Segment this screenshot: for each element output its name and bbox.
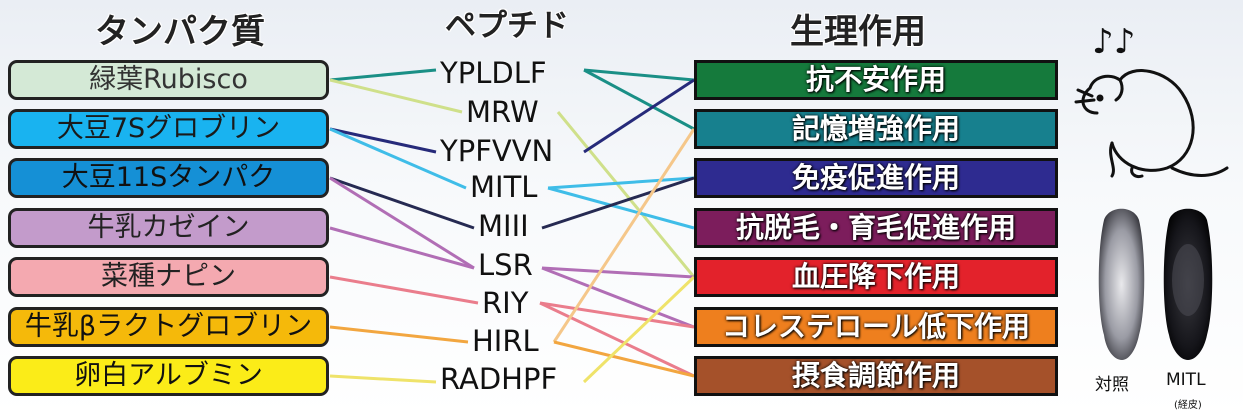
header-protein: タンパク質 [95, 12, 265, 52]
connector-line [556, 111, 696, 278]
peptide-label: MRW [466, 95, 539, 129]
effect-box: 血圧降下作用 [694, 257, 1058, 297]
connector-line [583, 68, 695, 131]
connector-line [583, 68, 695, 82]
connector-line [541, 266, 695, 279]
peptide-label: MIII [478, 209, 529, 243]
protein-box: 卵白アルブミン [8, 356, 329, 396]
mouse-photos [1098, 208, 1213, 360]
connector-line [541, 176, 695, 230]
header-peptide: ペプチド [445, 8, 569, 44]
connector-line [329, 176, 475, 230]
header-effect: 生理作用 [790, 12, 926, 52]
connector-line [329, 374, 437, 384]
effect-box: 免疫促進作用 [694, 158, 1058, 198]
protein-box: 大豆7Sグロブリン [8, 109, 329, 149]
connector-line [329, 78, 463, 114]
effect-box: 記憶増強作用 [694, 109, 1058, 149]
connector-line [329, 127, 467, 190]
peptide-label: MITL [470, 170, 538, 204]
protein-box: 牛乳βラクトグロブリン [8, 307, 329, 347]
connector-line [582, 275, 696, 384]
effect-box: 摂食調節作用 [694, 356, 1058, 396]
connector-line [329, 325, 469, 344]
caption-mitl: MITL [1166, 370, 1206, 390]
connector-line [329, 176, 475, 270]
peptide-label: HIRL [472, 324, 539, 358]
effect-box: コレステロール低下作用 [694, 307, 1058, 347]
connector-line [329, 68, 437, 82]
connector-line [329, 226, 475, 270]
effect-box: 抗不安作用 [694, 60, 1058, 100]
effect-box: 抗脱毛・育毛促進作用 [694, 208, 1058, 248]
connector-line [547, 186, 695, 230]
protein-box: 牛乳カゼイン [8, 208, 329, 248]
connector-line [583, 78, 695, 154]
connector-line [329, 127, 437, 154]
control-mouse-photo [1098, 208, 1145, 360]
peptide-label: YPLDLF [440, 56, 547, 90]
connector-line [539, 301, 695, 329]
protein-box: 緑葉Rubisco [8, 60, 329, 100]
peptide-label: RIY [482, 286, 529, 320]
connector-line [539, 301, 695, 378]
music-notes-icon: ♪♪ [1092, 22, 1135, 62]
peptide-label: RADHPF [440, 362, 558, 396]
mouse-illustration: ♪♪ [1074, 22, 1229, 178]
connector-line [541, 266, 695, 329]
connector-line [329, 275, 479, 305]
connector-line [552, 128, 696, 343]
peptide-label: LSR [478, 248, 533, 282]
protein-box: 菜種ナピン [8, 257, 329, 297]
connector-line [547, 176, 695, 190]
peptide-label: YPFVVN [440, 134, 554, 168]
protein-box: 大豆11Sタンパク [8, 158, 329, 198]
caption-control: 対照 [1095, 375, 1129, 395]
connector-line [553, 340, 695, 378]
caption-mitl-note: (経皮) [1174, 400, 1202, 411]
